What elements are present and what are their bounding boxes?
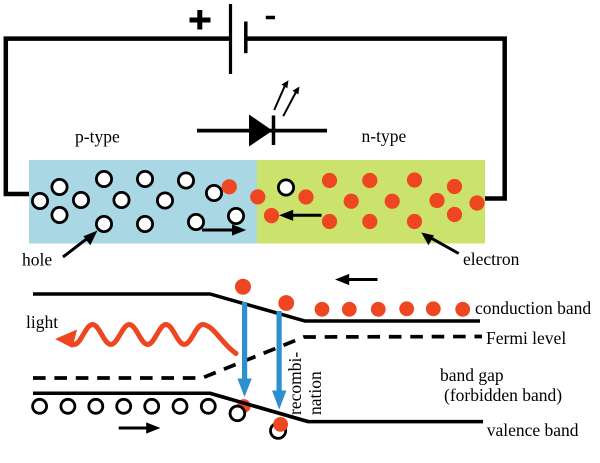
svg-text:n-type: n-type — [362, 126, 407, 146]
svg-text:conduction band: conduction band — [475, 298, 591, 318]
svg-text:(forbidden band): (forbidden band) — [444, 385, 562, 405]
svg-text:valence band: valence band — [487, 420, 579, 440]
svg-text:electron: electron — [463, 249, 520, 269]
svg-text:hole: hole — [22, 250, 52, 270]
svg-text:p-type: p-type — [75, 127, 120, 147]
svg-text:recombi-: recombi- — [285, 352, 305, 415]
svg-text:nation: nation — [305, 371, 325, 415]
svg-text:band gap: band gap — [440, 365, 504, 385]
svg-text:Fermi level: Fermi level — [486, 328, 566, 348]
svg-text:light: light — [26, 312, 58, 332]
